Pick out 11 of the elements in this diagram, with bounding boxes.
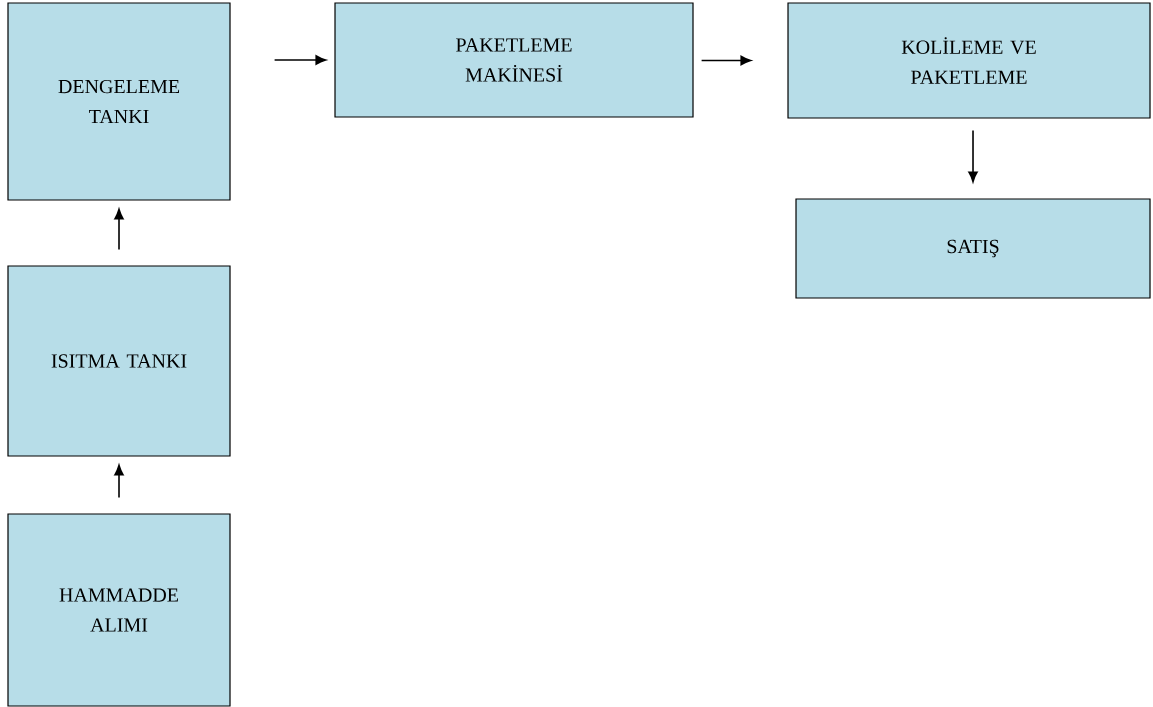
arrow (273, 55, 327, 65)
process-box: PAKETLEME MAKİNESİ (334, 2, 694, 118)
arrow (968, 129, 978, 183)
arrow (700, 55, 752, 66)
process-box: DENGELEME TANKI (7, 2, 231, 201)
process-box: ISITMA TANKI (7, 265, 231, 457)
process-box: KOLİLEME VE PAKETLEME (787, 2, 1151, 119)
process-box: SATIŞ (795, 198, 1151, 299)
process-box: HAMMADDE ALIMI (7, 513, 231, 707)
arrow (114, 464, 124, 499)
arrow (114, 208, 124, 251)
